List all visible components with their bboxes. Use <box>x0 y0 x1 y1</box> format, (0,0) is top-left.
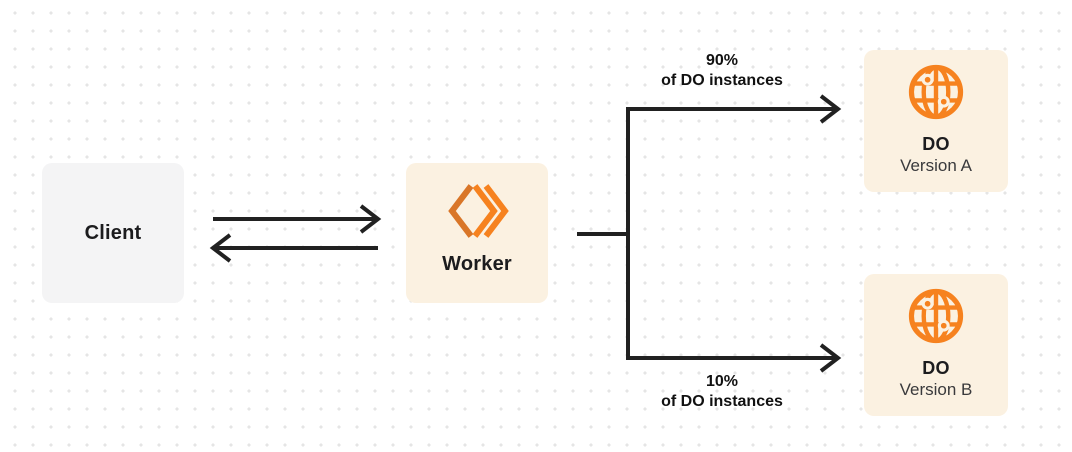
split-branch-line <box>626 107 836 360</box>
globe-icon <box>908 64 964 120</box>
edge-label-90-percent-caption: of DO instances <box>661 72 783 89</box>
node-do-version-a: DO Version A <box>864 50 1008 192</box>
arrowhead-to-do-b-icon <box>819 343 842 373</box>
node-do-version-b: DO Version B <box>864 274 1008 416</box>
edge-label-10-percent-value: 10% <box>705 373 739 390</box>
cloudflare-workers-icon <box>448 184 509 238</box>
edge-label-10-percent: 10% of DO instances <box>622 372 822 412</box>
client-label: Client <box>84 221 142 244</box>
node-worker: Worker <box>406 163 548 303</box>
worker-label: Worker <box>442 253 512 275</box>
do-b-subtitle: Version B <box>899 380 973 399</box>
do-a-title: DO <box>922 134 950 154</box>
edge-label-10-percent-caption: of DO instances <box>661 393 783 410</box>
worker-to-client-arrowhead-icon <box>209 233 232 263</box>
node-client: Client <box>42 163 184 303</box>
globe-icon <box>908 288 964 344</box>
client-to-worker-arrowhead-icon <box>359 204 382 234</box>
do-b-title: DO <box>922 358 950 378</box>
arrowhead-to-do-a-icon <box>819 94 842 124</box>
do-a-subtitle: Version A <box>900 156 972 175</box>
edge-label-90-percent: 90% of DO instances <box>622 51 822 91</box>
edge-label-90-percent-value: 90% <box>705 52 739 69</box>
